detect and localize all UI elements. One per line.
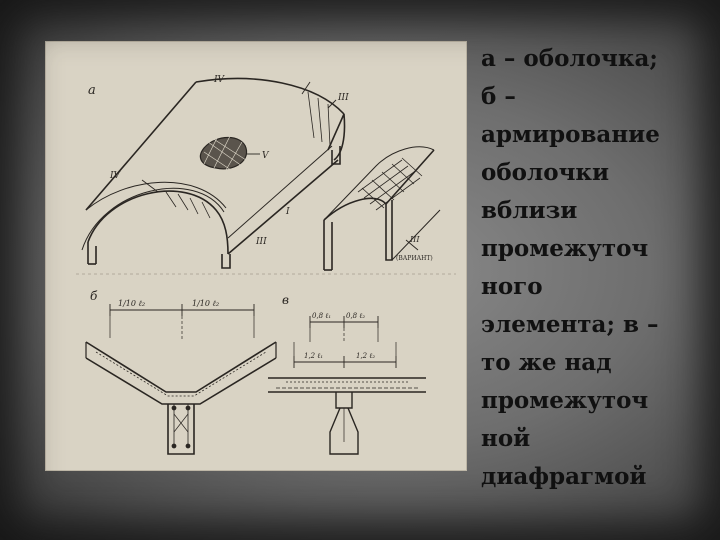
label-roman-iii-detail: III [409, 235, 420, 244]
label-dim-v-right: 1,2 ℓ₂ [356, 352, 375, 360]
label-dim-b-left: 1/10 ℓ₂ [118, 299, 145, 308]
label-dim-v-top-right: 0,8 ℓ₂ [346, 312, 365, 320]
label-roman-iv-left: IV [109, 171, 122, 181]
label-roman-iv-top: IV [213, 75, 226, 85]
panel-v-section: в 0,8 ℓ₁ 0,8 ℓ₂ 1,2 ℓ₁ 1,2 ℓ₂ [268, 293, 426, 455]
panel-a-shell: а IV III V IV I III [81, 75, 349, 269]
label-roman-iii-bottom: III [255, 237, 267, 247]
panel-a-detail: III (ВАРИАНТ) [323, 146, 441, 271]
label-panel-v: в [282, 293, 289, 307]
label-roman-i: I [285, 207, 290, 217]
label-dim-v-left: 1,2 ℓ₁ [304, 352, 323, 360]
panel-b-section: б 1/10 ℓ₂ 1/10 ℓ₂ [85, 289, 277, 455]
technical-figure: а IV III V IV I III [46, 42, 466, 470]
label-variant: (ВАРИАНТ) [396, 255, 433, 262]
label-panel-b: б [90, 289, 98, 303]
label-panel-a: а [88, 83, 96, 98]
label-roman-iii-right: III [337, 93, 349, 103]
label-dim-v-top-left: 0,8 ℓ₁ [312, 312, 331, 320]
label-dim-b-right: 1/10 ℓ₂ [192, 299, 219, 308]
shell-drawing: а IV III V IV I III [76, 75, 456, 455]
label-roman-v: V [262, 151, 270, 161]
slide-caption: а – оболочка; б – армирование оболочки в… [481, 45, 660, 490]
